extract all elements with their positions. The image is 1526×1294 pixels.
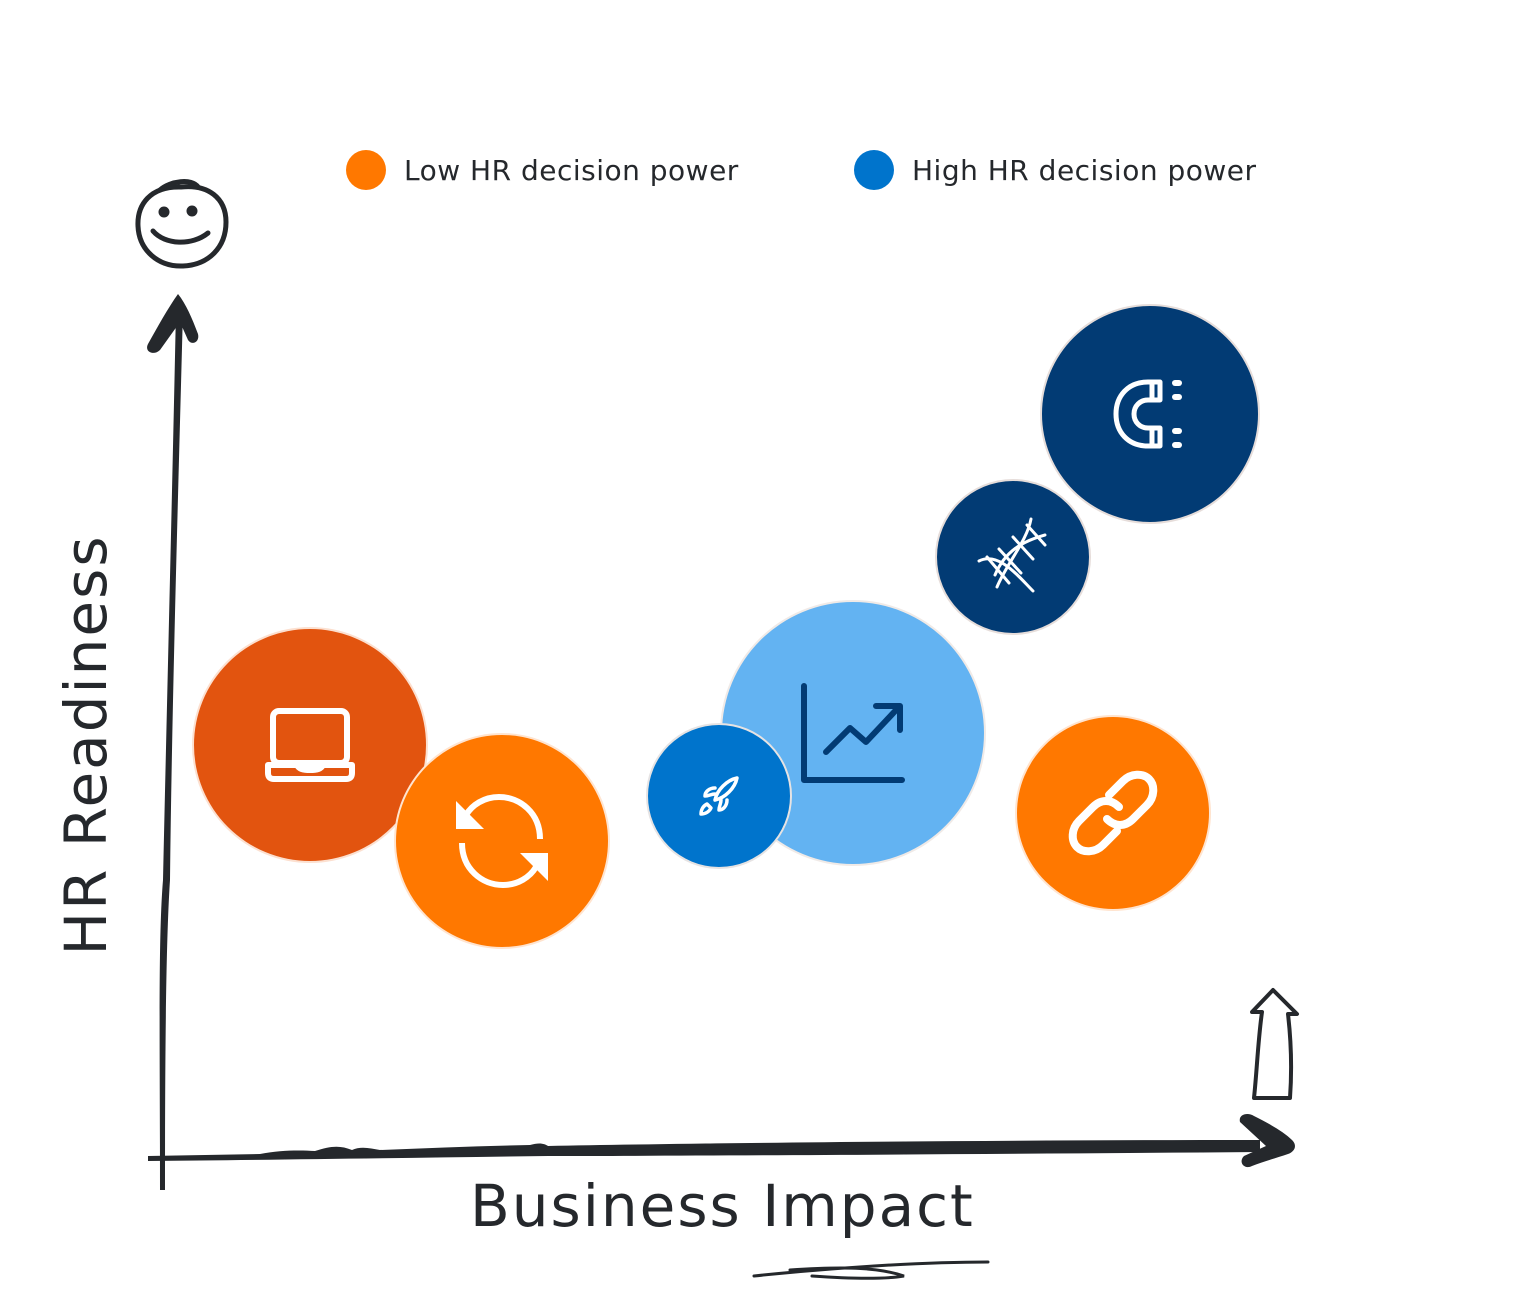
bubble-laptop[interactable] bbox=[192, 627, 428, 863]
legend: Low HR decision power High HR decision p… bbox=[0, 150, 1526, 194]
bubble-magnet[interactable] bbox=[1040, 304, 1260, 524]
bubble-dna[interactable] bbox=[935, 479, 1091, 635]
y-axis-title: HR Readiness bbox=[52, 534, 120, 956]
bubble-refresh[interactable] bbox=[394, 733, 610, 949]
underline-scribble bbox=[752, 1260, 990, 1280]
trending-chart-icon bbox=[801, 683, 905, 783]
legend-item-high: High HR decision power bbox=[854, 150, 1257, 190]
link-icon bbox=[1068, 770, 1158, 856]
legend-label-low: Low HR decision power bbox=[404, 153, 739, 187]
blue-dot-icon bbox=[854, 150, 894, 190]
bubble-rocket[interactable] bbox=[646, 723, 792, 869]
orange-dot-icon bbox=[346, 150, 386, 190]
legend-item-low: Low HR decision power bbox=[346, 150, 739, 190]
legend-label-high: High HR decision power bbox=[912, 153, 1257, 187]
refresh-icon bbox=[456, 793, 548, 889]
laptop-icon bbox=[265, 708, 355, 782]
x-axis bbox=[148, 1114, 1295, 1168]
dna-icon bbox=[977, 517, 1047, 593]
x-axis-title: Business Impact bbox=[470, 1172, 975, 1240]
bubble-link[interactable] bbox=[1015, 715, 1211, 911]
up-arrow-outline-icon bbox=[1250, 988, 1299, 1100]
rocket-icon bbox=[699, 776, 739, 816]
magnet-icon bbox=[1113, 379, 1182, 449]
y-axis bbox=[147, 294, 199, 1190]
smiley-face-icon bbox=[135, 179, 229, 269]
